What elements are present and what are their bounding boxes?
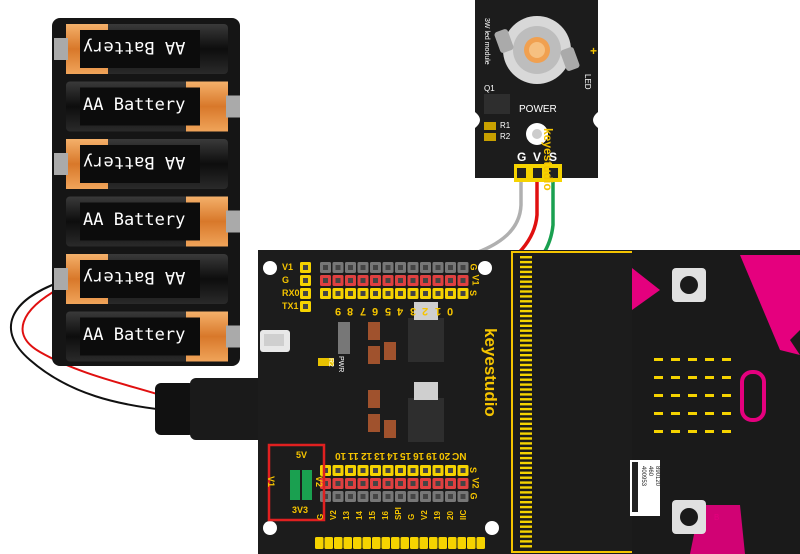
power-label: POWER	[519, 104, 557, 115]
led-module	[475, 0, 598, 182]
qr-caption: 400953	[640, 466, 646, 487]
r2-shield-label: R2	[327, 358, 334, 367]
top-row-label: G	[468, 263, 479, 271]
top-row-label: S	[468, 289, 479, 297]
button-a-label: A	[640, 280, 646, 289]
bottom-pin-number: 14	[387, 450, 399, 461]
pwr-label: PWR	[337, 356, 344, 373]
battery-cell-label: AA Battery	[83, 152, 186, 172]
battery-cell-label: AA Battery	[83, 94, 186, 115]
jumper-v1-label: V1	[266, 476, 276, 488]
jumper-5v-label: 5V	[296, 450, 308, 460]
left-header-label: RX0	[282, 288, 300, 298]
plus-sign: +	[590, 44, 598, 58]
top-pin-number: 6	[372, 305, 379, 317]
bottom-pin-number: 11	[348, 450, 359, 461]
battery-cell	[54, 24, 228, 74]
left-header-label: G	[282, 275, 290, 285]
battery-cell	[66, 196, 240, 247]
led-pin-label: S	[549, 150, 558, 164]
button-b-label: B	[714, 513, 720, 522]
top-pin-number: 4	[397, 305, 404, 317]
bottom-pin-number: 13	[374, 450, 386, 461]
bottom-pin-number: 20	[439, 450, 451, 461]
battery-cell-label: AA Battery	[83, 324, 186, 345]
top-pin-number: 0	[447, 305, 454, 317]
bottom-pin-number: NC	[452, 450, 467, 461]
bottom-header-label: SPI	[394, 507, 403, 520]
battery-cell	[54, 139, 228, 189]
jumper-3v3-label: 3V3	[292, 505, 309, 515]
bottom-pin-number: 12	[361, 450, 373, 461]
battery-wire-red	[21, 287, 171, 399]
bottom-header-label: G	[316, 513, 325, 520]
top-pin-number: 8	[347, 305, 354, 317]
expansion-shield	[258, 250, 640, 554]
battery-cell	[54, 254, 228, 304]
battery-cell	[66, 81, 240, 132]
bottom-pin-number: 16	[413, 450, 425, 461]
led-label: LED	[583, 74, 592, 90]
bottom-header-label: 15	[368, 511, 377, 520]
left-header-label: TX1	[282, 301, 299, 311]
bottom-header-label: G	[407, 513, 416, 520]
top-pin-number: 1	[434, 305, 441, 317]
bottom-row-label: V2	[470, 477, 481, 489]
bottom-header-label: V2	[329, 510, 338, 520]
bottom-row-label: S	[468, 466, 479, 474]
shield-brand: keyestudio	[481, 328, 500, 417]
q1-label: Q1	[484, 84, 495, 93]
bottom-header-label: 20	[446, 511, 455, 520]
led-module-side-text: 3W led module	[483, 18, 490, 65]
top-pin-number: 3	[409, 305, 416, 317]
bottom-header-label: V2	[420, 510, 429, 520]
battery-pack	[52, 18, 240, 366]
bottom-header-label: 16	[381, 511, 390, 520]
battery-cell	[66, 311, 240, 362]
bottom-pin-number: 19	[426, 450, 438, 461]
top-row-label: V1	[470, 274, 481, 286]
bottom-header-label: IIC	[459, 509, 468, 520]
qr-caption: 890120	[654, 466, 660, 487]
bottom-header-label: 19	[433, 511, 442, 520]
battery-cell-label: AA Battery	[83, 209, 186, 230]
bottom-pin-number: 10	[335, 450, 347, 461]
r1-label: R1	[500, 121, 511, 130]
qr-caption: 460	[647, 466, 653, 477]
top-pin-number: 5	[384, 305, 391, 317]
top-pin-number: 7	[359, 305, 366, 317]
battery-cell-label: AA Battery	[83, 267, 186, 287]
battery-cell-label: AA Battery	[83, 37, 186, 57]
top-pin-number: 9	[334, 305, 341, 317]
microbit-board	[630, 250, 800, 554]
bottom-pin-number: 15	[400, 450, 412, 461]
top-pin-number: 2	[422, 305, 429, 317]
bottom-header-label: 14	[355, 511, 364, 520]
bottom-header-label: 13	[342, 511, 351, 520]
led-pin-label: G	[517, 150, 527, 164]
led-pin-label: V	[533, 150, 542, 164]
r2-label: R2	[500, 132, 511, 141]
bottom-row-label: G	[468, 492, 479, 500]
battery-wire-black	[10, 281, 166, 411]
left-header-label: V1	[282, 262, 294, 272]
jumper-v2-label: V2	[314, 476, 324, 488]
